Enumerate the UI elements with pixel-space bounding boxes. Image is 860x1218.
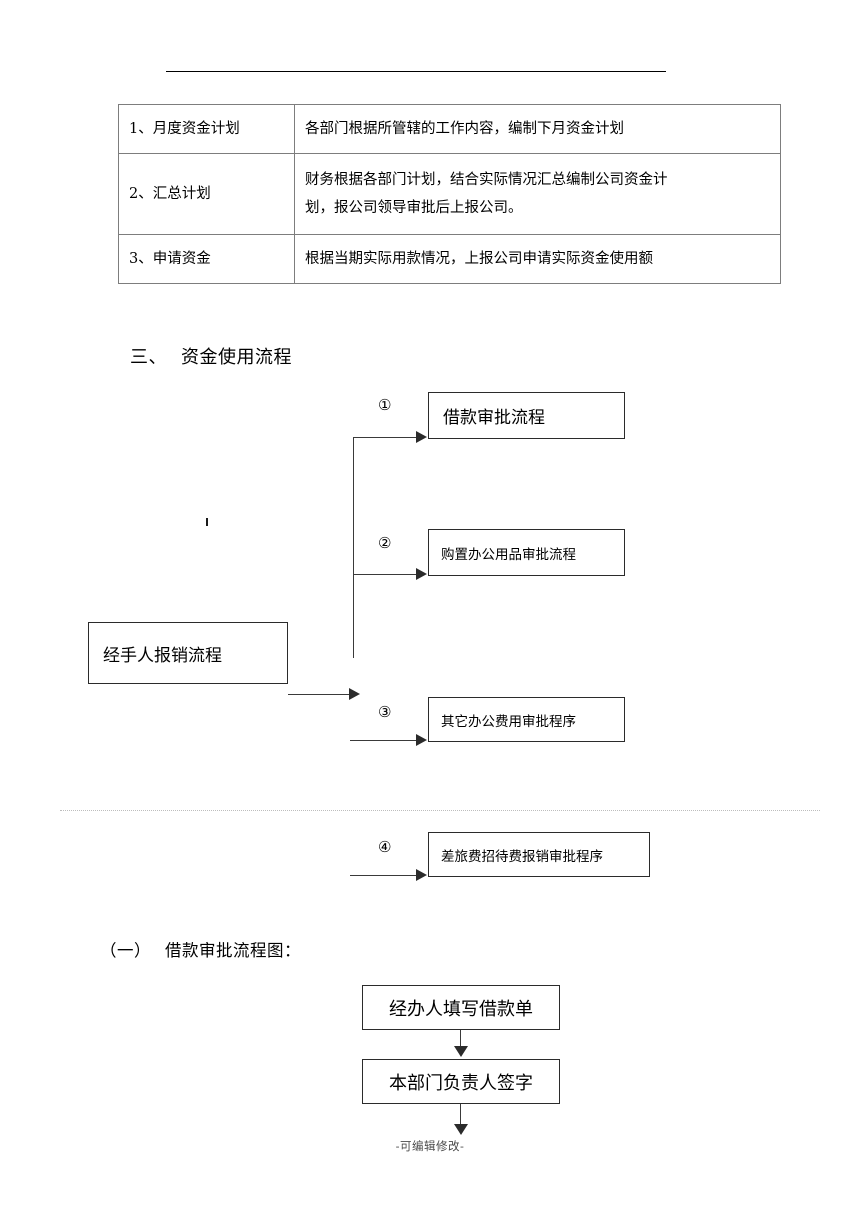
loan-flow-box-1-label: 经办人填写借款单 — [389, 998, 533, 1020]
page-footer: -可编辑修改- — [395, 1139, 465, 1153]
table-cell-line-1: 财务根据各部门计划，结合实际情况汇总编制公司资金计 — [305, 171, 668, 188]
flow-arrow-1 — [416, 431, 427, 443]
flow-arrow-2 — [416, 568, 427, 580]
header-rule — [166, 71, 666, 72]
flow-box-source-label: 经手人报销流程 — [103, 645, 222, 666]
flow-marker-1: ① — [378, 396, 392, 414]
loan-flow-connector-1 — [460, 1030, 461, 1048]
loan-flow-connector-2 — [460, 1104, 461, 1126]
table-row: 3、申请资金 根据当期实际用款情况，上报公司申请实际资金使用额 — [118, 234, 781, 284]
flow-box-2: 购置办公用品审批流程 — [428, 529, 625, 576]
loan-flow-box-2-label: 本部门负责人签字 — [389, 1072, 533, 1094]
flow-box-2-label: 购置办公用品审批流程 — [441, 546, 576, 563]
flow-trunk-line — [353, 438, 354, 658]
loan-flow-arrow-1 — [454, 1046, 468, 1057]
section-heading-number: 三、 — [130, 347, 167, 368]
flow-box-1: 借款审批流程 — [428, 392, 625, 439]
table-cell-description: 财务根据各部门计划，结合实际情况汇总编制公司资金计 划，报公司领导审批后上报公司… — [294, 153, 781, 235]
flow-arrow-4 — [416, 869, 427, 881]
stray-ink-mark — [206, 518, 208, 526]
flow-branch-line-3 — [350, 740, 417, 741]
section-heading-title: 资金使用流程 — [181, 347, 292, 368]
flow-stub-line — [288, 694, 350, 695]
flow-box-3: 其它办公费用审批程序 — [428, 697, 625, 742]
table-row: 1、月度资金计划 各部门根据所管辖的工作内容，编制下月资金计划 — [118, 104, 781, 154]
funds-plan-table: 1、月度资金计划 各部门根据所管辖的工作内容，编制下月资金计划 2、汇总计划 财… — [118, 104, 781, 284]
flow-box-4-label: 差旅费招待费报销审批程序 — [441, 848, 603, 865]
flow-stub-arrow — [349, 688, 360, 700]
flow-box-1-label: 借款审批流程 — [443, 408, 545, 428]
page-break-separator — [60, 810, 820, 811]
table-cell-label: 3、申请资金 — [118, 234, 295, 284]
flow-marker-2: ② — [378, 534, 392, 552]
table-cell-description: 根据当期实际用款情况，上报公司申请实际资金使用额 — [294, 234, 781, 284]
flow-box-source: 经手人报销流程 — [88, 622, 288, 684]
flow-branch-line-2 — [353, 574, 417, 575]
loan-flow-box-1: 经办人填写借款单 — [362, 985, 560, 1030]
flow-box-3-label: 其它办公费用审批程序 — [441, 713, 576, 730]
loan-flow-arrow-2 — [454, 1124, 468, 1135]
section-heading: 三、资金使用流程 — [130, 343, 292, 369]
subsection-heading-number: （一） — [100, 941, 151, 960]
flow-branch-line-4 — [350, 875, 417, 876]
table-cell-label: 2、汇总计划 — [118, 153, 295, 235]
flow-arrow-3 — [416, 734, 427, 746]
table-cell-description: 各部门根据所管辖的工作内容，编制下月资金计划 — [294, 104, 781, 154]
table-cell-label: 1、月度资金计划 — [118, 104, 295, 154]
table-cell-line-2: 划，报公司领导审批后上报公司。 — [305, 200, 523, 216]
flow-marker-3: ③ — [378, 703, 392, 721]
table-row: 2、汇总计划 财务根据各部门计划，结合实际情况汇总编制公司资金计 划，报公司领导… — [118, 153, 781, 235]
flow-marker-4: ④ — [378, 838, 392, 856]
loan-flow-box-2: 本部门负责人签字 — [362, 1059, 560, 1104]
flow-branch-line-1 — [353, 437, 417, 438]
flow-box-4: 差旅费招待费报销审批程序 — [428, 832, 650, 877]
subsection-heading: （一） 借款审批流程图： — [100, 937, 301, 961]
subsection-heading-title: 借款审批流程图： — [165, 941, 301, 960]
